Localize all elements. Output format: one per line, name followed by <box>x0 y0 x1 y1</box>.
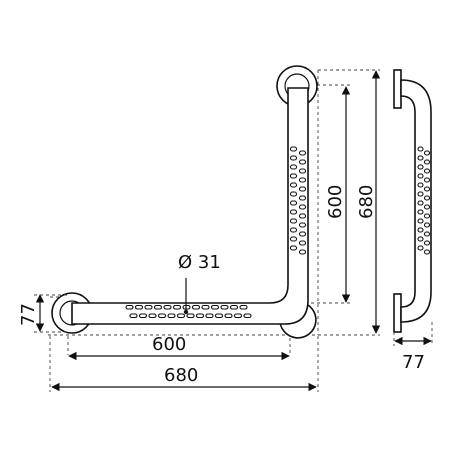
side-offset-dimension-label: 77 <box>402 352 425 373</box>
grip-slot <box>289 245 298 251</box>
grip-slot <box>417 245 424 251</box>
grip-slot <box>417 173 424 179</box>
grip-slot <box>289 182 298 188</box>
grip-slot <box>144 304 153 310</box>
vertical-outer-dimension-label: 680 <box>356 185 377 219</box>
grip-slot <box>195 313 205 319</box>
grip-slot <box>298 195 307 201</box>
front-view: Ø 31 600 680 600 680 77 <box>18 65 381 392</box>
grip-slot <box>423 195 431 201</box>
horizontal-inner-dimension-label: 600 <box>152 334 186 355</box>
grip-slot <box>423 213 431 219</box>
grip-slot <box>214 313 224 319</box>
grip-slot <box>298 177 307 183</box>
grip-slot <box>417 236 424 242</box>
grip-slot <box>298 222 307 228</box>
grip-slot <box>298 240 307 246</box>
grip-slot <box>298 213 307 219</box>
grip-slot <box>417 182 424 188</box>
grip-slot <box>298 150 307 156</box>
grip-slot <box>289 164 298 170</box>
grip-slot <box>167 313 176 319</box>
grip-slot <box>243 313 252 319</box>
horizontal-grip-pattern <box>125 304 252 319</box>
grip-slot <box>224 313 233 319</box>
grip-slot <box>289 146 298 152</box>
grip-slot <box>423 231 431 237</box>
grip-slot <box>423 150 431 156</box>
grip-slot <box>129 313 138 319</box>
grip-slot <box>423 159 431 165</box>
grip-slot <box>289 209 298 215</box>
grip-slot <box>153 304 163 310</box>
grip-slot <box>417 155 424 161</box>
grip-slot <box>298 186 307 192</box>
l-shaped-tube <box>71 87 309 325</box>
grip-slot <box>148 313 157 319</box>
grip-slot <box>134 304 144 310</box>
grip-slot <box>176 313 186 319</box>
grip-slot <box>289 200 298 206</box>
grip-slot <box>423 240 431 246</box>
diameter-point <box>183 309 189 315</box>
side-top-wall-plate <box>393 69 402 109</box>
grip-slot <box>172 304 182 310</box>
horizontal-outer-dimension-label: 680 <box>164 365 198 386</box>
grip-slot <box>125 304 134 310</box>
grip-slot <box>210 304 220 310</box>
grip-slot <box>423 222 431 228</box>
grip-slot <box>201 304 210 310</box>
grip-slot <box>163 304 172 310</box>
grip-slot <box>423 186 431 192</box>
grip-slot <box>239 304 248 310</box>
side-grip-pattern <box>417 146 431 255</box>
diameter-label: Ø 31 <box>178 252 221 273</box>
grip-slot <box>298 159 307 165</box>
grip-slot <box>233 313 243 319</box>
grip-slot <box>138 313 148 319</box>
grip-slot <box>289 227 298 233</box>
grip-slot <box>298 231 307 237</box>
grip-slot <box>417 164 424 170</box>
grip-slot <box>423 177 431 183</box>
grip-slot <box>423 168 431 174</box>
grip-slot <box>417 209 424 215</box>
grip-slot <box>417 218 424 224</box>
grip-slot <box>205 313 214 319</box>
grip-slot <box>220 304 229 310</box>
grip-slot <box>298 249 307 255</box>
grip-slot <box>298 168 307 174</box>
left-offset-dimension-label: 77 <box>18 303 39 326</box>
grip-slot <box>157 313 167 319</box>
vertical-inner-dimension-label: 600 <box>325 185 346 219</box>
side-view: 77 <box>393 69 433 373</box>
grip-slot <box>298 204 307 210</box>
grip-slot <box>186 313 195 319</box>
side-bottom-wall-plate <box>393 293 402 333</box>
grip-slot <box>229 304 239 310</box>
side-bar-profile <box>400 79 432 323</box>
grip-slot <box>417 227 424 233</box>
grip-slot <box>289 236 298 242</box>
vertical-grip-pattern <box>289 146 307 255</box>
grip-slot <box>417 191 424 197</box>
grip-slot <box>289 155 298 161</box>
grip-slot <box>191 304 201 310</box>
grip-slot <box>417 146 424 152</box>
grip-slot <box>417 200 424 206</box>
grip-slot <box>289 173 298 179</box>
grip-slot <box>289 218 298 224</box>
grip-slot <box>289 191 298 197</box>
grip-slot <box>423 204 431 210</box>
grip-slot <box>423 249 431 255</box>
